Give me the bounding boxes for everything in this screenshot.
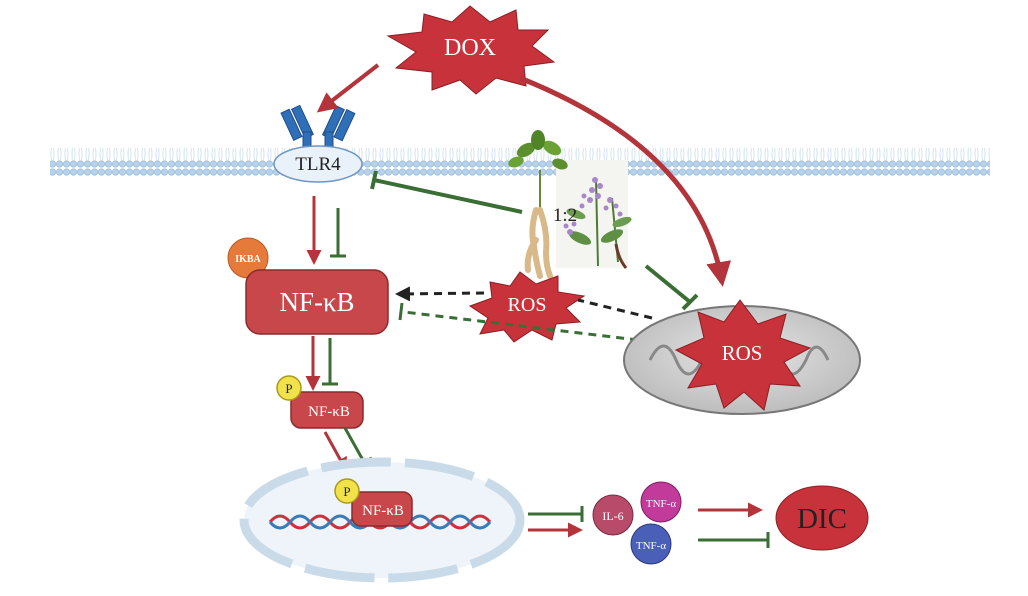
p-label-nucleus: P [343,484,350,499]
tnfa-top-label: TNF-α [646,498,676,510]
ikba-label: IKBA [235,254,261,265]
dashed-inhibit-mito-to-nfkb [398,302,639,342]
inhibit-cytokines-to-dic [698,532,770,548]
inhibit-nfkb-to-pnfkb [322,338,338,386]
inhibit-herb-to-tlr4 [370,170,523,214]
dic-ellipse: DIC [775,485,869,551]
dashed-arrow-ros-to-nfkb [395,286,485,302]
herb-illustration: 1:2 [508,130,632,279]
tnfa-bottom-label: TNF-α [636,540,666,552]
mitochondrion: ROS [623,299,861,415]
inhibit-herb-to-mitochondrion [644,264,699,311]
ros-mito-label: ROS [722,341,763,365]
nfkb-main-label: NF-κB [279,287,354,317]
tnfa-ball-bottom: TNF-α [630,523,672,565]
dox-star: DOX [386,5,556,95]
nfkb-small-label: NF-κB [308,404,350,420]
tnfa-ball-top: TNF-α [640,481,682,523]
tlr4-receptor: TLR4 [273,104,363,183]
ikba-ball: IKBA [227,237,269,279]
tlr4-label: TLR4 [295,154,341,175]
il6-ball: IL-6 [592,494,634,536]
ros-cytosol-label: ROS [508,294,547,316]
pnfkb-cytosol: NF-κB P [276,375,364,429]
dic-label: DIC [797,503,847,535]
nfkb-nucleus-label: NF-κB [362,503,404,519]
p-label-cytosol: P [285,381,292,396]
arrow-dox-to-tlr4 [316,63,380,113]
flowering-plant-icon [563,177,632,269]
inhibit-tlr4-to-nfkb [330,208,346,258]
dashed-line-mito-to-ros [577,298,653,320]
ratio-label: 1:2 [553,205,577,226]
ginseng-root-icon [508,130,568,279]
arrow-dox-to-mitochondrion [519,75,732,287]
inhibit-nucleus-to-cytokines [528,506,584,522]
il6-label: IL-6 [602,509,623,523]
dox-label: DOX [444,35,496,61]
nucleus: NF-κB P [239,457,525,583]
nfkb-main-box: NF-κB [245,269,389,335]
